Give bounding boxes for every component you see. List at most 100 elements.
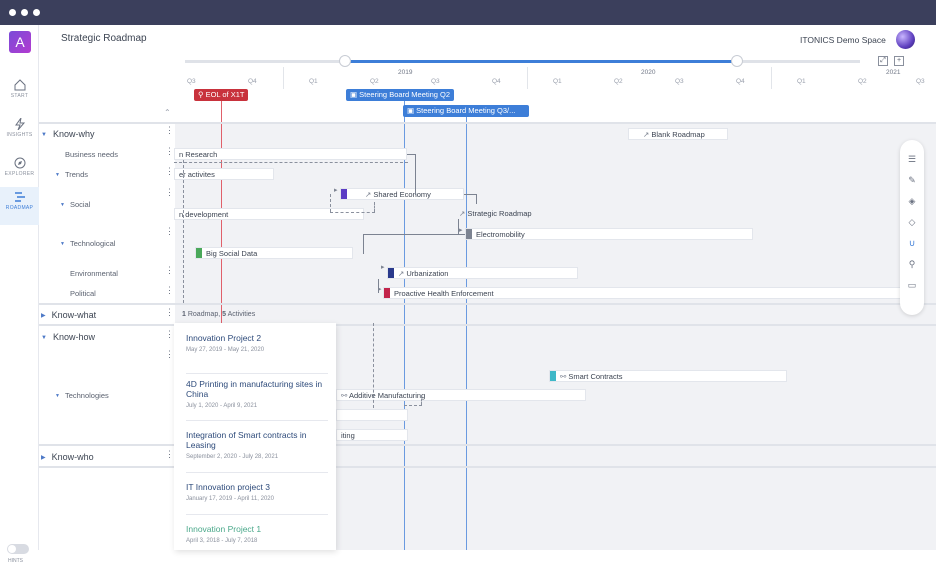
range-start-handle[interactable] — [339, 55, 351, 67]
row-technologies[interactable]: ▼Technologies — [55, 391, 109, 400]
milestone-label: EOL of X1T — [205, 90, 245, 99]
side-navigation: A START INSIGHTS EXPLORER ROADMAP HINTS — [0, 25, 39, 564]
workspace-name[interactable]: ITONICS Demo Space — [800, 35, 886, 45]
nav-insights-label: INSIGHTS — [6, 132, 33, 138]
collapse-chevron-icon[interactable]: ⌃ — [164, 108, 171, 117]
pencil-icon[interactable]: ✎ — [908, 175, 916, 185]
dependency-line — [330, 212, 375, 213]
timeline-range-slider[interactable] — [185, 55, 860, 67]
nav-start[interactable]: START — [0, 75, 39, 113]
window-minimize-dot[interactable] — [21, 9, 28, 16]
arrowhead-icon: ▸ — [381, 264, 385, 271]
row-menu-kebab-icon[interactable]: ⋮ — [165, 126, 174, 135]
stack-icon[interactable]: ◇ — [908, 217, 916, 227]
bar-additive-manufacturing[interactable]: ⚯ Additive Manufacturing — [336, 389, 586, 401]
home-icon — [14, 79, 25, 91]
lightning-icon — [14, 118, 25, 130]
tick — [527, 67, 528, 89]
bar-iting[interactable]: iting — [336, 429, 408, 441]
milestone-steering-q3[interactable]: ▣ Steering Board Meeting Q3/... — [403, 105, 529, 117]
avatar[interactable] — [896, 30, 915, 49]
bar-partial[interactable] — [336, 409, 408, 421]
bar-urbanization[interactable]: ↗ Urbanization — [387, 267, 578, 279]
window-maximize-dot[interactable] — [33, 9, 40, 16]
milestone-eol-x1t[interactable]: ⚲ EOL of X1T — [194, 89, 249, 101]
arrowhead-icon: ▸ — [378, 286, 382, 293]
bar-label: Shared Economy — [373, 190, 431, 199]
nav-roadmap-label: ROADMAP — [5, 205, 34, 211]
row-menu-kebab-icon[interactable]: ⋮ — [165, 350, 174, 359]
search-icon[interactable]: ⚲ — [908, 259, 916, 269]
dependency-line — [174, 162, 408, 163]
color-swatch — [466, 229, 472, 239]
expand-icon[interactable]: + — [894, 56, 904, 66]
divider — [39, 444, 936, 446]
technology-icon: ⚯ — [560, 372, 569, 381]
keyboard-icon[interactable]: ▭ — [907, 280, 917, 290]
hints-toggle[interactable] — [7, 544, 29, 554]
milestone-label: Steering Board Meeting Q2 — [359, 90, 451, 99]
nav-roadmap[interactable]: ROADMAP — [0, 187, 39, 225]
bar-development[interactable]: n development — [174, 208, 364, 220]
window-close-dot[interactable] — [9, 9, 16, 16]
row-menu-kebab-icon[interactable]: ⋮ — [165, 450, 174, 459]
bar-activities[interactable]: er activites — [174, 168, 274, 180]
color-swatch — [550, 371, 556, 381]
bar-proactive-health[interactable]: Proactive Health Enforcement — [383, 287, 903, 299]
popup-activity-item[interactable]: 4D Printing in manufacturing sites in Ch… — [186, 374, 328, 421]
group-know-what[interactable]: ▶Know-what — [41, 310, 97, 320]
group-label: Know-who — [51, 452, 94, 462]
nav-explorer[interactable]: EXPLORER — [0, 153, 39, 191]
milestone-line-q2 — [404, 95, 405, 550]
bar-smart-contracts[interactable]: ⚯ Smart Contracts — [549, 370, 787, 382]
bar-label: Urbanization — [406, 269, 449, 278]
hints-label: HINTS — [8, 558, 23, 564]
quarter-label: Q3 — [187, 78, 196, 85]
row-social[interactable]: ▼Social — [60, 200, 91, 209]
list-icon[interactable]: ☰ — [907, 154, 917, 164]
row-trends[interactable]: ▼Trends — [55, 170, 89, 179]
dependency-line — [374, 202, 375, 212]
quarter-label: Q1 — [553, 78, 562, 85]
row-menu-kebab-icon[interactable]: ⋮ — [165, 227, 174, 236]
activity-title: Innovation Project 2 — [186, 333, 262, 343]
year-label: 2020 — [641, 69, 656, 76]
row-label: Technologies — [64, 391, 109, 400]
year-label: 2021 — [886, 69, 901, 76]
activity-title: Integration of Smart contracts in Leasin… — [186, 430, 307, 450]
bar-big-social-data[interactable]: Big Social Data — [195, 247, 353, 259]
bar-shared-economy[interactable]: ↗ Shared Economy — [340, 188, 464, 200]
row-menu-kebab-icon[interactable]: ⋮ — [165, 147, 174, 156]
row-menu-kebab-icon[interactable]: ⋮ — [165, 266, 174, 275]
nav-insights[interactable]: INSIGHTS — [0, 114, 39, 152]
group-know-how[interactable]: ▼Know-how — [41, 332, 95, 342]
magnet-icon[interactable]: ∪ — [908, 238, 916, 248]
layers-icon[interactable]: ◈ — [908, 196, 916, 206]
fit-screen-icon[interactable]: ⤢ — [878, 56, 888, 66]
bar-strategic-roadmap[interactable]: ↗ Strategic Roadmap — [455, 208, 575, 220]
row-political: Political — [70, 289, 96, 298]
roadmap-count: 1 — [182, 311, 186, 318]
row-menu-kebab-icon[interactable]: ⋮ — [165, 286, 174, 295]
bar-blank-roadmap[interactable]: ↗ Blank Roadmap — [628, 128, 728, 140]
bar-research[interactable]: n Research — [174, 148, 407, 160]
group-know-why[interactable]: ▼Know-why — [41, 129, 95, 139]
milestone-steering-q2[interactable]: ▣ Steering Board Meeting Q2 — [346, 89, 455, 101]
dependency-line — [415, 154, 416, 195]
row-menu-kebab-icon[interactable]: ⋮ — [165, 330, 174, 339]
activity-title: IT Innovation project 3 — [186, 482, 270, 492]
range-end-handle[interactable] — [731, 55, 743, 67]
row-menu-kebab-icon[interactable]: ⋮ — [165, 167, 174, 176]
popup-activity-item[interactable]: Integration of Smart contracts in Leasin… — [186, 421, 328, 473]
bar-label: Strategic Roadmap — [467, 209, 532, 218]
row-menu-kebab-icon[interactable]: ⋮ — [165, 188, 174, 197]
app-logo[interactable]: A — [9, 31, 31, 53]
row-technological[interactable]: ▼Technological — [60, 239, 116, 248]
trend-arrow-icon: ↗ — [398, 269, 407, 278]
group-know-who[interactable]: ▶Know-who — [41, 452, 94, 462]
bar-electromobility[interactable]: Electromobility — [465, 228, 753, 240]
row-menu-kebab-icon[interactable]: ⋮ — [165, 308, 174, 317]
